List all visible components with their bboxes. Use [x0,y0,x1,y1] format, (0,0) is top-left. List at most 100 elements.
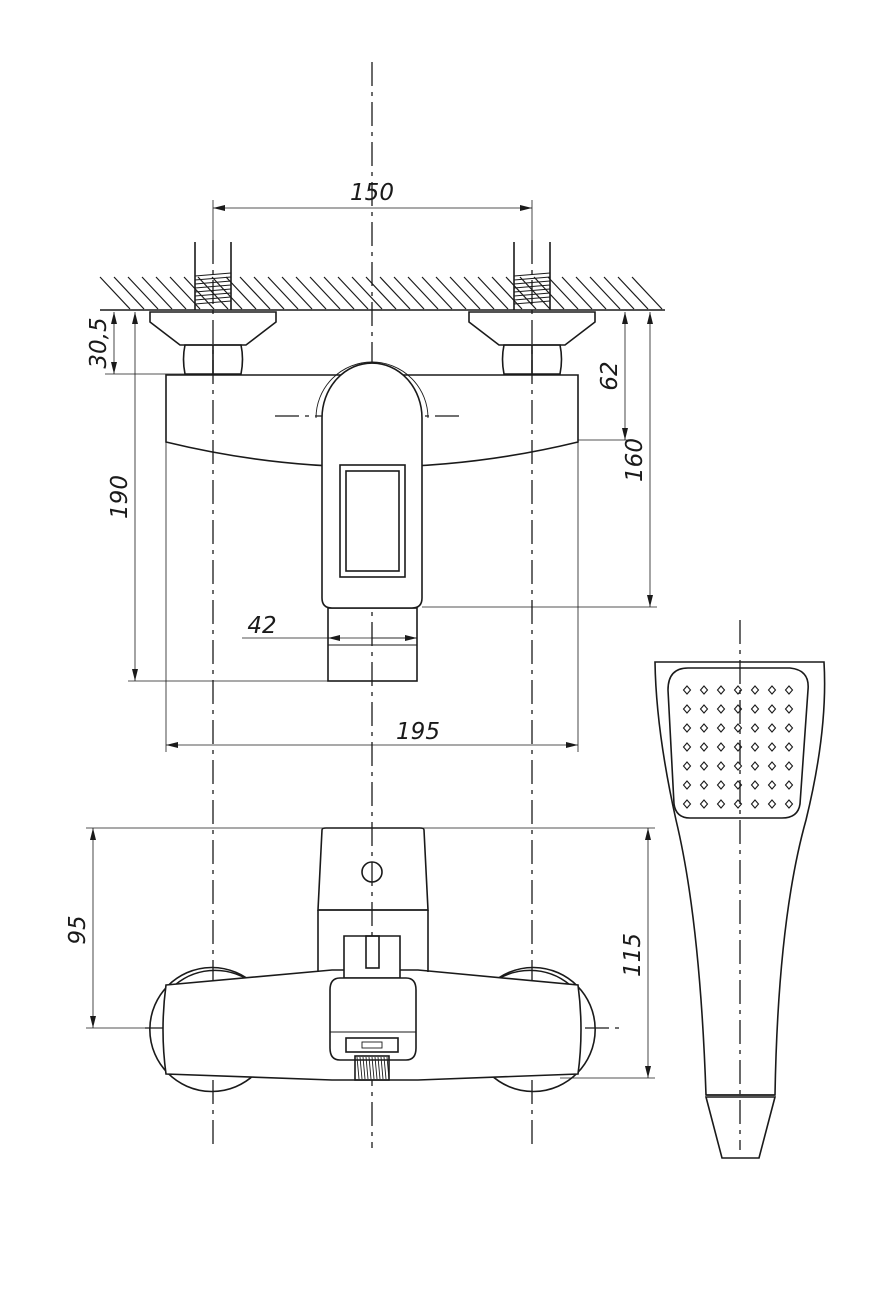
nozzle-dot [733,799,743,809]
housing-stem [317,910,429,972]
thread-line [513,276,551,281]
thread-line [356,1056,360,1080]
aerator-slot [345,1037,399,1053]
nozzle-dot [784,723,794,733]
thread-line [374,1056,378,1080]
nozzle-dot [733,685,743,695]
lever-window-outer [339,464,406,578]
dim-95-label: 95 [65,915,91,944]
nozzle-dot [750,799,760,809]
nozzle-dot [682,761,692,771]
nozzle-dot [767,685,777,695]
thread-line [513,296,551,301]
cartridge-housing [317,827,429,911]
thread-line [380,1056,384,1080]
nozzle-dot [682,742,692,752]
nozzle-dot [784,761,794,771]
nozzle-dot [716,704,726,714]
nozzle-dot [767,799,777,809]
dim-160-label: 160 [622,438,648,482]
nozzle-dot [733,723,743,733]
hatch-line [491,276,523,310]
nozzle-dot [716,780,726,790]
right-escutcheon [468,311,596,346]
dim-30-5-label: 30,5 [86,317,112,368]
thread-line [386,1056,390,1080]
nozzle-dot [716,723,726,733]
hatch-line [295,276,327,310]
hatch-line [561,276,593,310]
thread-line [194,300,232,305]
thread-line [194,276,232,281]
thread-line [383,1056,387,1080]
thread-line [359,1056,363,1080]
thread-line [513,284,551,289]
lever-handle [321,362,423,609]
lever-cap-arc [315,361,429,419]
aerator-slot-inner [361,1041,383,1049]
hatch-line [603,276,635,310]
dim-62-label: 62 [597,361,623,390]
left-nut [182,344,244,375]
nozzle-dot [716,685,726,695]
hatch-line [449,276,481,310]
nozzle-dot [784,685,794,695]
shower-nozzles [682,685,794,809]
thread-line [362,1056,366,1080]
nozzle-dot [682,799,692,809]
nozzle-dot [750,780,760,790]
hatch-line [253,276,285,310]
hatch-line [113,276,145,310]
hatch-line [309,276,341,310]
nozzle-dot [767,761,777,771]
dim-195-label: 195 [396,719,440,745]
nozzle-dot [750,761,760,771]
nozzle-dot [699,761,709,771]
nozzle-dot [716,761,726,771]
nozzle-dot [750,704,760,714]
dim-190-label: 190 [107,475,133,519]
hatch-line [365,276,397,310]
nozzle-dot [699,780,709,790]
nozzle-dot [699,799,709,809]
thread-line [513,280,551,285]
dimension-lines: 150 30,5 62 160 190 42 195 95 [65,180,657,1079]
hatch-line [267,276,299,310]
lever-plan-slot [365,935,380,969]
plan-view [149,827,596,1093]
outlet-threads [356,1056,390,1080]
nozzle-dot [733,704,743,714]
housing-hole [361,861,383,883]
thread-line [365,1056,369,1080]
hatch-line [547,276,579,310]
hatch-line [281,276,313,310]
hatch-line [239,276,271,310]
hatch-line [589,276,621,310]
thread-line [513,272,551,277]
dim-150-label: 150 [350,180,394,206]
nozzle-dot [682,685,692,695]
thread-line [194,272,232,277]
hatch-line [127,276,159,310]
hatch-line [155,276,187,310]
hatch-line [99,276,131,310]
nozzle-dot [767,780,777,790]
hatch-line [519,276,551,310]
nozzle-dot [767,723,777,733]
nozzle-dot [682,704,692,714]
hatch-line [379,276,411,310]
hatch-line [421,276,453,310]
nozzle-dot [716,742,726,752]
thread-line [377,1056,381,1080]
hatch-line [477,276,509,310]
hatch-line [393,276,425,310]
thread-line [513,300,551,305]
nozzle-dot [716,799,726,809]
nozzle-dot [750,685,760,695]
lever-window-inner [345,470,400,572]
nozzle-dot [784,780,794,790]
hatch-line [407,276,439,310]
hatch-line [323,276,355,310]
hatch-line [183,276,215,310]
